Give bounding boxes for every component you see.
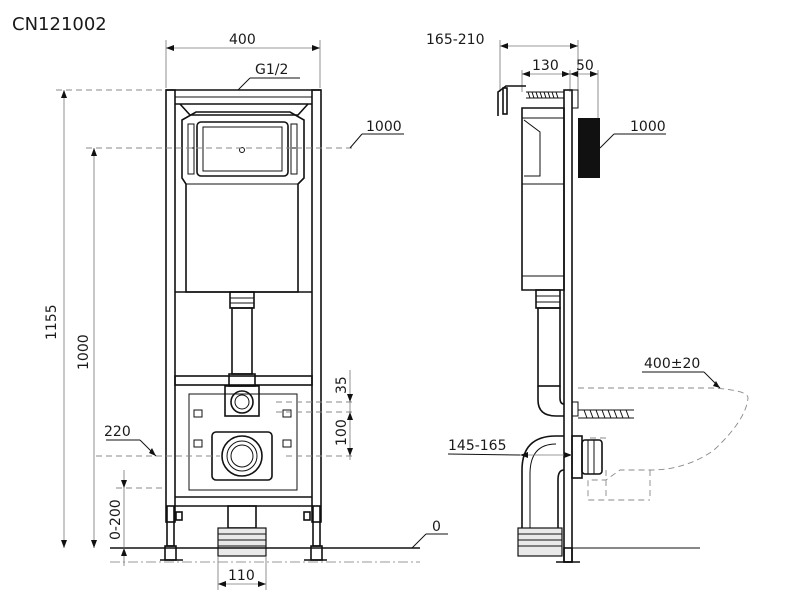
inlet-offset-label: 35 — [334, 376, 350, 394]
depth-dimension: 165-210 — [426, 32, 579, 92]
total-height-label: 1155 — [44, 304, 60, 340]
mounting-bolts — [571, 401, 634, 419]
outlet-width-dimension: 110 — [217, 556, 267, 590]
side-button-label: 1000 — [630, 119, 666, 135]
drain-height-dimension: 220 — [96, 424, 220, 457]
connection-drain — [211, 431, 273, 481]
toilet-bowl-outline — [578, 387, 749, 501]
outlet-pipe — [217, 505, 267, 557]
leg-adjust-dimension: 0-200 — [108, 470, 166, 566]
leg-adjust-label: 0-200 — [108, 499, 124, 540]
frame-left-post — [165, 89, 176, 523]
floor-label: 0 — [432, 519, 441, 535]
side-flush-pipe — [535, 289, 565, 417]
side-button-leader: 1000 — [599, 119, 666, 149]
button-height-label: 1000 — [76, 334, 92, 370]
depth-50-label: 50 — [576, 58, 594, 74]
side-frame — [563, 89, 573, 563]
pipe-length-label: 145-165 — [448, 438, 507, 454]
front-view: 400 G1/2 — [44, 32, 448, 590]
side-view: 165-210 130 50 — [426, 32, 749, 563]
pipe-length-leader: 145-165 — [447, 438, 572, 458]
bowl-leader: 400±20 — [642, 356, 721, 389]
button-height-dimension: 1000 — [76, 147, 356, 548]
flush-opening — [196, 121, 289, 177]
connection-inlet — [224, 385, 260, 417]
button-height-leader: 1000 — [349, 119, 404, 149]
floor-leader: 0 — [411, 519, 448, 549]
depth-label: 165-210 — [426, 32, 485, 48]
inlet-leader: G1/2 — [237, 62, 300, 91]
drain-height-label: 220 — [104, 424, 131, 440]
button-height-label-right: 1000 — [366, 119, 402, 135]
flush-button-plate — [578, 118, 600, 178]
drain-spacing-dimension: 35 100 — [276, 370, 356, 460]
inlet-label: G1/2 — [255, 62, 288, 78]
drain-spacing-label: 100 — [334, 419, 350, 446]
model-title: CN121002 — [12, 14, 107, 35]
side-cistern — [521, 107, 565, 291]
frame-right-post — [311, 89, 322, 523]
flush-pipe — [228, 291, 256, 387]
depth-split-dimension: 130 50 — [521, 58, 599, 120]
depth-130-label: 130 — [532, 58, 559, 74]
width-label: 400 — [229, 32, 256, 48]
outlet-width-label: 110 — [228, 568, 255, 584]
bowl-label: 400±20 — [644, 356, 700, 372]
cistern — [181, 111, 305, 293]
mounting-hook — [497, 85, 526, 116]
side-drain-connector — [571, 435, 603, 479]
side-drain-elbow — [517, 435, 565, 557]
frame-feet — [160, 505, 327, 561]
total-height-dimension: 1155 — [44, 89, 166, 548]
width-dimension: 400 — [165, 32, 321, 88]
